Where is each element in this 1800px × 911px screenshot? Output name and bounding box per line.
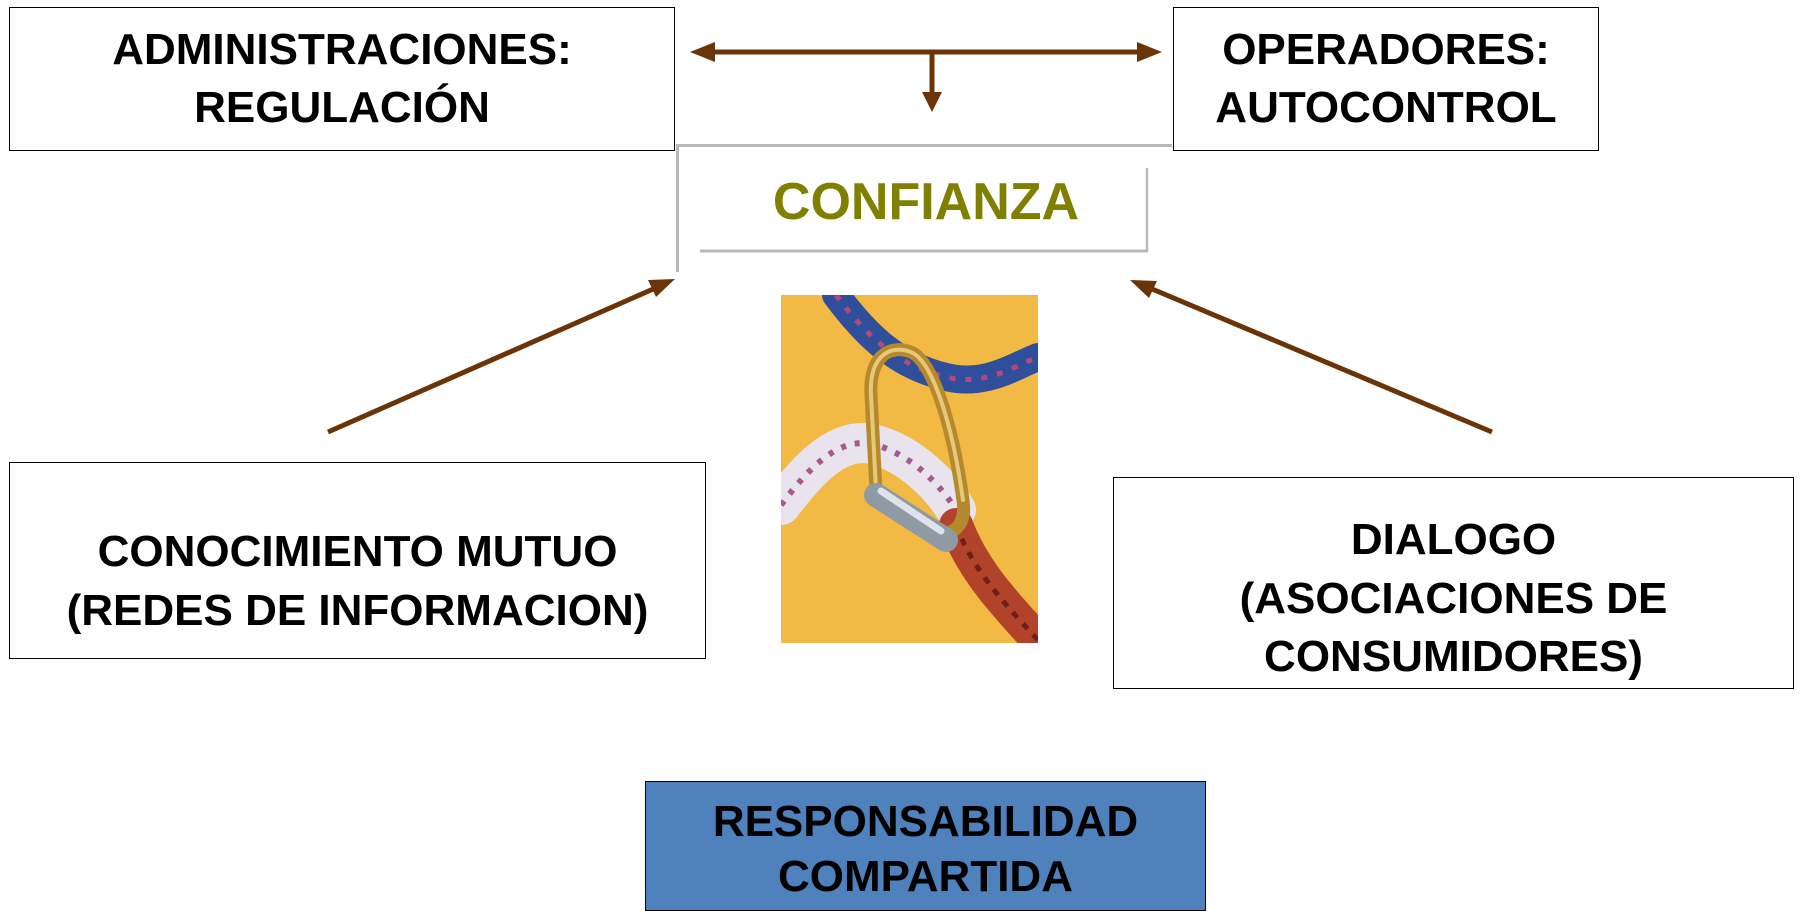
- dialogo-box: DIALOGO (ASOCIACIONES DE CONSUMIDORES): [1113, 477, 1794, 689]
- responsabilidad-line2: COMPARTIDA: [778, 852, 1073, 902]
- down-arrow-to-confianza: [922, 52, 942, 112]
- arrow-dialogo-to-confianza: [1130, 280, 1493, 435]
- administraciones-subtitle: REGULACIÓN: [194, 83, 490, 132]
- arrow-conocimiento-to-confianza: [326, 279, 675, 435]
- dialogo-subtitle-line1: (ASOCIACIONES DE: [1239, 573, 1668, 623]
- administraciones-title: ADMINISTRACIONES:: [112, 24, 572, 74]
- conocimiento-subtitle: (REDES DE INFORMACION): [66, 585, 649, 635]
- operadores-subtitle: AUTOCONTROL: [1215, 83, 1557, 132]
- responsabilidad-line1: RESPONSABILIDAD: [712, 797, 1139, 846]
- confianza-label: CONFIANZA: [772, 173, 1080, 231]
- operadores-title: OPERADORES:: [1222, 24, 1550, 74]
- double-arrow-admin-operadores: [690, 42, 1162, 62]
- operadores-box: OPERADORES: AUTOCONTROL: [1173, 7, 1599, 151]
- responsabilidad-compartida-box: RESPONSABILIDAD COMPARTIDA: [645, 781, 1206, 911]
- conocimiento-mutuo-box: CONOCIMIENTO MUTUO (REDES DE INFORMACION…: [9, 462, 706, 659]
- confianza-frame: [676, 144, 1172, 272]
- carabiner-rope-photo: [781, 295, 1038, 643]
- dialogo-title: DIALOGO: [1350, 515, 1557, 565]
- conocimiento-title: CONOCIMIENTO MUTUO: [97, 527, 618, 577]
- administraciones-box: ADMINISTRACIONES: REGULACIÓN: [9, 7, 675, 151]
- dialogo-subtitle-line2: CONSUMIDORES): [1264, 632, 1643, 682]
